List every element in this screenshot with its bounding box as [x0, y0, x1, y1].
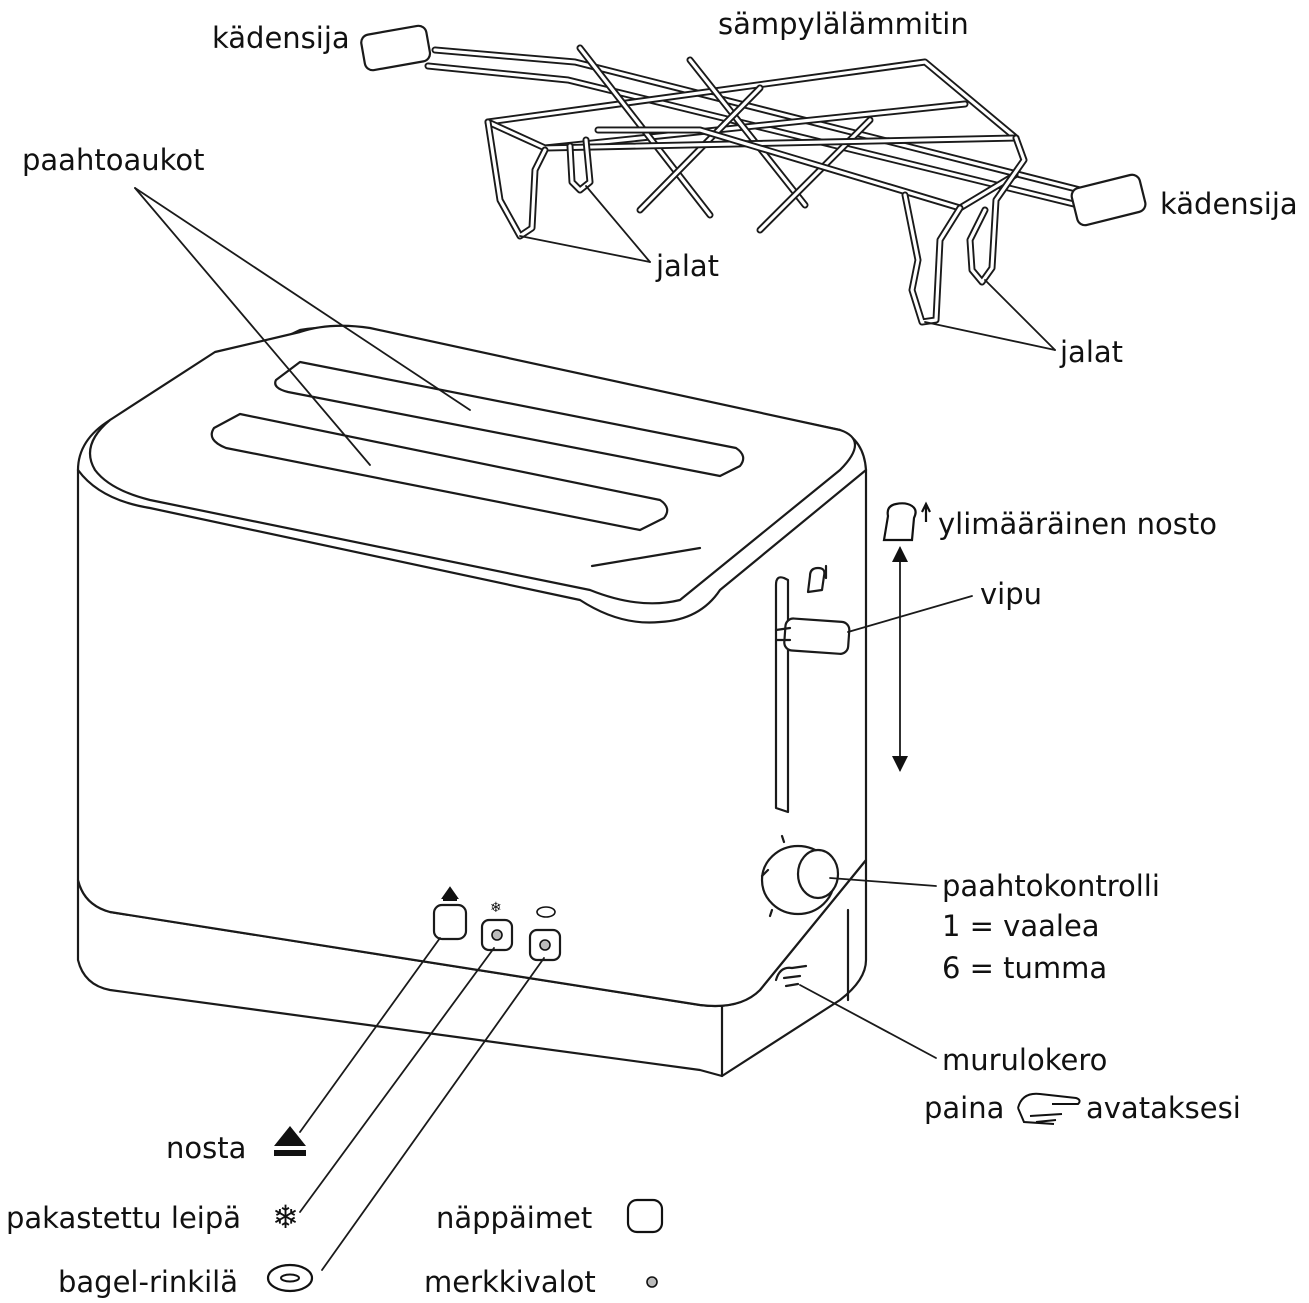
bagel-button-icon	[536, 906, 556, 918]
label-legs-top: jalat	[656, 249, 720, 283]
label-buttons: näppäimet	[436, 1201, 593, 1235]
label-browning-min: 1 = vaalea	[942, 909, 1100, 943]
label-handle-left: kädensija	[212, 21, 350, 55]
label-bagel: bagel-rinkilä	[58, 1265, 238, 1299]
rack-legs-left	[484, 118, 594, 240]
extra-lift-icon	[882, 501, 931, 542]
rack-handle-left	[360, 24, 432, 72]
lever-slot	[774, 576, 790, 814]
dot-icon	[646, 1276, 658, 1288]
bagel-indicator-light	[539, 939, 551, 951]
label-handle-right: kädensija	[1160, 187, 1298, 221]
control-buttons: ❄	[432, 886, 562, 962]
label-extra-lift: ylimääräinen nosto	[938, 507, 1217, 541]
toast-slot-front	[210, 412, 669, 532]
label-legs-bottom: jalat	[1060, 335, 1124, 369]
label-browning-control: paahtokontrolli	[942, 869, 1160, 903]
label-slots: paahtoaukot	[22, 143, 205, 177]
rack-legs-right	[901, 134, 1028, 326]
label-crumb-tray-press: paina	[924, 1091, 1005, 1125]
rack-handle-right	[1070, 173, 1147, 227]
label-lift: nosta	[166, 1131, 247, 1165]
lever[interactable]	[783, 617, 851, 655]
eject-icon	[274, 1126, 306, 1156]
extra-lift-body-icon	[806, 564, 828, 594]
label-bun-warmer: sämpylälämmitin	[718, 7, 969, 41]
leader-lines	[134, 185, 1056, 1271]
label-crumb-tray: murulokero	[942, 1043, 1108, 1077]
frozen-indicator-light	[491, 929, 503, 941]
label-crumb-tray-open: avataksesi	[1086, 1091, 1241, 1125]
legend-icons: ❄	[266, 501, 1081, 1293]
label-frozen-bread: pakastettu leipä	[6, 1201, 242, 1235]
label-indicator-lights: merkkivalot	[424, 1265, 596, 1299]
crumb-tray-press-icon	[774, 964, 808, 988]
bun-warmer-rack	[360, 24, 1147, 326]
bagel-icon	[266, 1263, 314, 1293]
lift-button-icon	[441, 886, 459, 901]
toaster-body: ❄	[76, 324, 868, 1078]
pointing-hand-icon	[1017, 1092, 1081, 1125]
toast-slot-rear	[274, 360, 745, 478]
lift-button[interactable]	[432, 903, 468, 941]
label-lever: vipu	[980, 577, 1043, 611]
rack-rails	[424, 44, 1092, 234]
label-browning-max: 6 = tumma	[942, 951, 1108, 985]
rounded-square-icon	[626, 1198, 664, 1234]
snowflake-icon: ❄	[272, 1198, 299, 1236]
frozen-button-icon: ❄	[490, 900, 502, 916]
browning-knob[interactable]	[760, 834, 840, 918]
